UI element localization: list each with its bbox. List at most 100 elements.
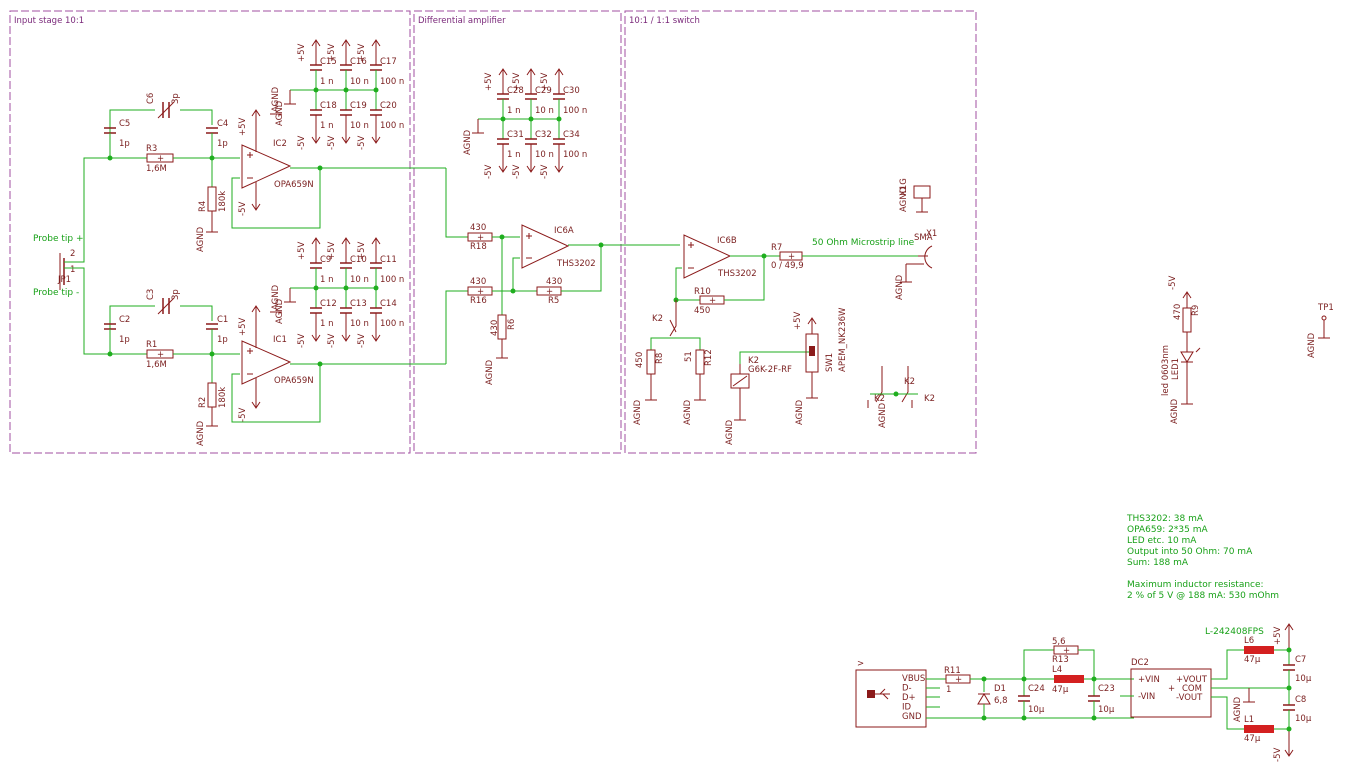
cap-value: 100 n — [380, 319, 404, 329]
ic2-name: IC2 — [273, 139, 287, 149]
r2-name: R2 — [198, 397, 208, 408]
usb-pin-label: ID — [902, 703, 912, 713]
r10-name: R10 — [694, 287, 711, 297]
frame-input-stage: Input stage 10:1 — [9, 10, 411, 454]
l6-name: L6 — [1244, 636, 1254, 646]
cap-value: 1 n — [507, 106, 521, 116]
c6-name: C6 — [146, 93, 156, 104]
label-probe-tip-plus: Probe tip + — [33, 234, 84, 244]
svg-text:AGND: AGND — [271, 86, 281, 112]
svg-text:-5V: -5V — [512, 165, 522, 179]
cap-name: C29 — [535, 86, 552, 96]
cap-name: C11 — [380, 255, 397, 265]
svg-text:-5V: -5V — [327, 136, 337, 150]
svg-text:K2: K2 — [652, 314, 663, 324]
cap-value: 10 n — [350, 121, 369, 131]
led1-value: led 0603nm — [1161, 345, 1171, 396]
cap-value: 10 n — [350, 319, 369, 329]
r2-value: 180k — [218, 387, 228, 408]
svg-text:1: 1 — [70, 265, 75, 275]
svg-text:-5V: -5V — [327, 334, 337, 348]
svg-text:-VOUT: -VOUT — [1176, 693, 1203, 703]
cap-name: C16 — [350, 57, 367, 67]
r13-value: 5,6 — [1052, 637, 1066, 647]
note-line: LED etc. 10 mA — [1127, 536, 1197, 546]
dc2-name: DC2 — [1131, 658, 1149, 668]
note-line: 2 % of 5 V @ 188 mA: 530 mOhm — [1127, 591, 1279, 601]
c7-name: C7 — [1295, 655, 1306, 665]
label-probe-tip-minus: Probe tip - — [33, 288, 79, 298]
c24-value: 10µ — [1028, 705, 1045, 715]
probe-connector-jp1: Probe tip + Probe tip - JP1 2 1 — [33, 234, 84, 298]
ic2-value: OPA659N — [274, 180, 314, 190]
cap-name: C20 — [380, 101, 397, 111]
cap-value: 1 n — [320, 319, 334, 329]
cap-value: 100 n — [380, 275, 404, 285]
l6-value: 47µ — [1244, 655, 1261, 665]
cap-name: C31 — [507, 130, 524, 140]
cap-value: 1 n — [320, 77, 334, 87]
svg-text:AGND: AGND — [1170, 398, 1180, 424]
c4-value: 1p — [217, 139, 228, 149]
r18-name: R18 — [470, 242, 487, 252]
svg-text:+VIN: +VIN — [1138, 675, 1160, 685]
r1-name: R1 — [146, 340, 157, 350]
c1-name: C1 — [217, 315, 228, 325]
svg-text:+5V: +5V — [238, 317, 248, 336]
ic6a-name: IC6A — [554, 226, 574, 236]
cap-value: 100 n — [380, 121, 404, 131]
r3-name: R3 — [146, 144, 157, 154]
r8-value: 450 — [635, 352, 645, 368]
c8-name: C8 — [1295, 695, 1306, 705]
svg-text:+5V: +5V — [297, 43, 307, 62]
r11-name: R11 — [944, 666, 961, 676]
svg-text:+5V: +5V — [327, 43, 337, 62]
cap-name: C19 — [350, 101, 367, 111]
c6-value: 3p — [171, 93, 181, 104]
c2-value: 1p — [119, 335, 130, 345]
svg-text:+5V: +5V — [327, 241, 337, 260]
usb-pin-label: D- — [902, 684, 912, 694]
svg-text:AGND: AGND — [725, 419, 735, 445]
led-indicator: -5V 470 R9 LED1 led 0603nm AGND — [1161, 276, 1201, 424]
l1-value: 47µ — [1244, 734, 1261, 744]
cap-name: C30 — [563, 86, 580, 96]
c8-value: 10µ — [1295, 714, 1312, 724]
svg-text:2: 2 — [70, 249, 75, 259]
svg-text:+: + — [955, 675, 962, 685]
cap-name: C28 — [507, 86, 524, 96]
r1-value: 1,6M — [146, 360, 167, 370]
r5-value: 430 — [546, 277, 562, 287]
c2-name: C2 — [119, 315, 130, 325]
svg-text:AGND: AGND — [485, 359, 495, 385]
svg-text:-5V: -5V — [238, 202, 248, 216]
c4-name: C4 — [217, 119, 228, 129]
svg-text:+VOUT: +VOUT — [1176, 675, 1208, 685]
svg-text:+: + — [709, 296, 716, 306]
l1-name: L1 — [1244, 715, 1254, 725]
r16-value: 430 — [470, 277, 486, 287]
jp1-label: JP1 — [57, 275, 71, 285]
cap-value: 100 n — [380, 77, 404, 87]
svg-text:AGND: AGND — [275, 298, 285, 324]
svg-text:AGND: AGND — [683, 399, 693, 425]
switch-stage: IC6B THS3202 + R10 450 + R7 0 / 49,9 50 … — [633, 178, 937, 445]
svg-text:+5V: +5V — [793, 311, 803, 330]
c5-name: C5 — [119, 119, 130, 129]
l4-name: L4 — [1052, 665, 1062, 675]
cap-value: 10 n — [535, 150, 554, 160]
svg-text:K2: K2 — [924, 394, 935, 404]
frame-switch: 10:1 / 1:1 switch — [624, 10, 977, 454]
svg-text:AGND: AGND — [878, 402, 888, 428]
svg-text:+: + — [157, 154, 164, 164]
svg-text:COM: COM — [1182, 684, 1202, 694]
svg-text:-5V: -5V — [357, 334, 367, 348]
cap-value: 1 n — [507, 150, 521, 160]
r9-name: R9 — [1191, 305, 1201, 316]
svg-text:-5V: -5V — [484, 165, 494, 179]
section-title-switch: 10:1 / 1:1 switch — [629, 16, 700, 26]
cap-name: C12 — [320, 299, 337, 309]
svg-text:+5V: +5V — [357, 241, 367, 260]
